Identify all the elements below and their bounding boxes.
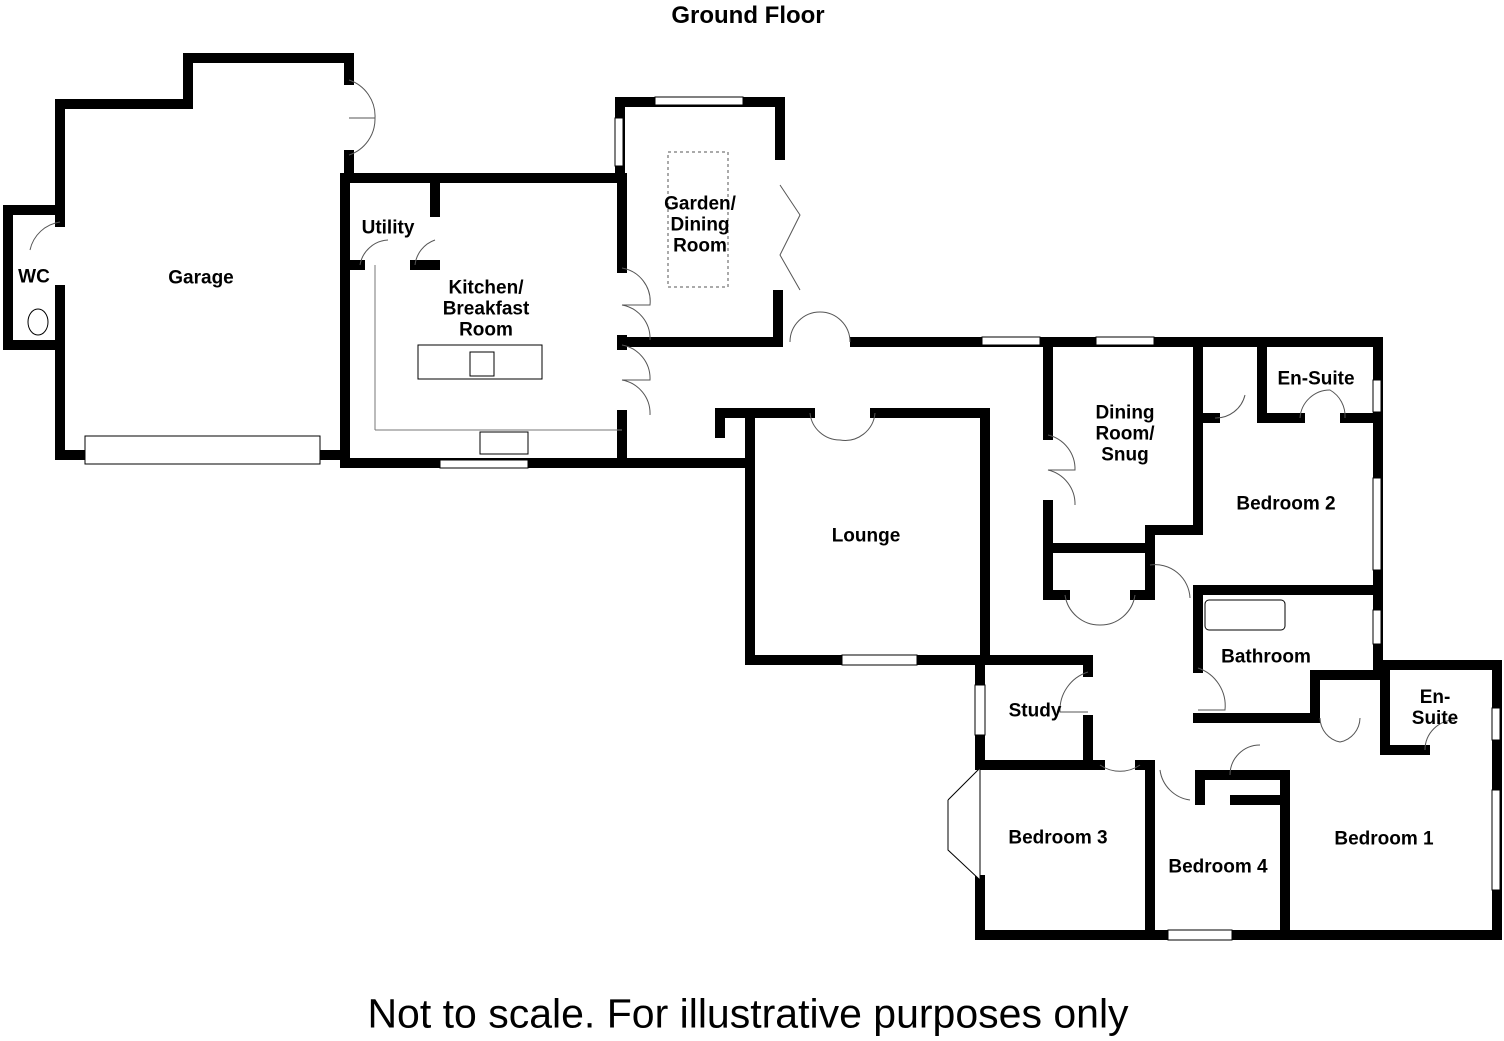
room-label-en-suite-1: En- Suite [1411,687,1459,729]
doors [29,79,1456,801]
room-label-garden-dining: Garden/ Dining Room [664,193,736,257]
room-label-study: Study [1008,700,1062,722]
room-label-utility: Utility [361,217,415,239]
room-label-bedroom-1: Bedroom 1 [1334,828,1434,850]
room-label-dining-snug: Dining Room/ Snug [1095,402,1155,466]
room-label-garage: Garage [168,267,234,289]
room-label-wc: WC [18,266,50,288]
floor-title: Ground Floor [671,2,825,29]
room-label-lounge: Lounge [831,525,901,547]
disclaimer: Not to scale. For illustrative purposes … [367,990,1129,1037]
room-label-en-suite-2: En-Suite [1277,368,1355,390]
room-label-bedroom-2: Bedroom 2 [1236,493,1336,515]
room-label-kitchen: Kitchen/ Breakfast Room [442,277,530,341]
room-label-bathroom: Bathroom [1221,646,1311,668]
room-label-bedroom-4: Bedroom 4 [1168,856,1268,878]
fixtures [27,96,1501,941]
room-label-bedroom-3: Bedroom 3 [1008,827,1108,849]
